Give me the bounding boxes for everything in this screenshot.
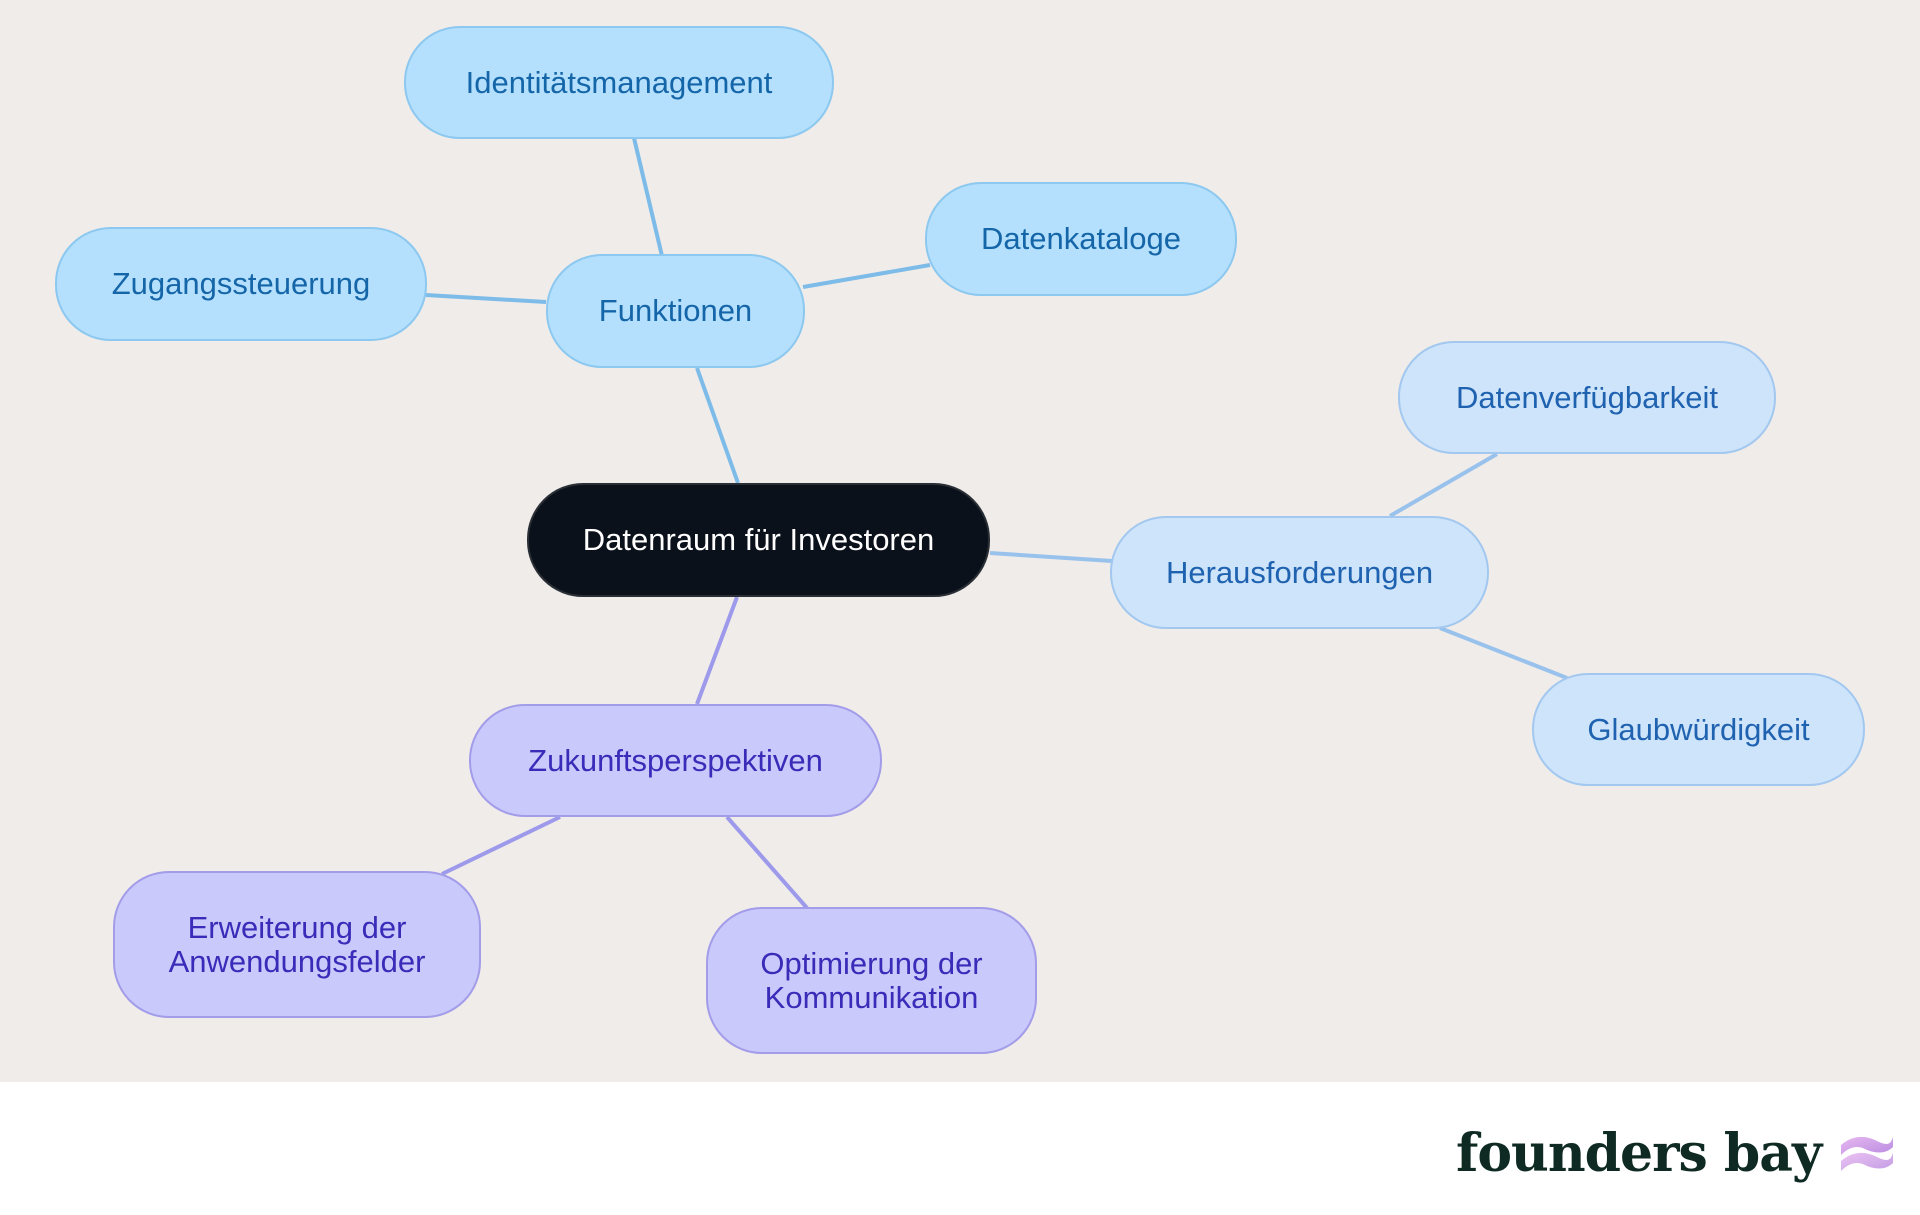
node-herausforderungen[interactable]: Herausforderungen — [1110, 516, 1489, 629]
edge-herausforderungen-datenverfuegbarkeit — [1388, 452, 1499, 518]
edge-funktionen-zugangssteuerung — [425, 293, 547, 304]
node-identitaetsmanagement[interactable]: Identitätsmanagement — [404, 26, 834, 139]
node-zugangssteuerung[interactable]: Zugangssteuerung — [55, 227, 427, 341]
edge-funktionen-datenkataloge — [802, 263, 931, 289]
edge-root-zukunftsperspektiven — [695, 596, 739, 705]
node-optimierung-der-kommunikation[interactable]: Optimierung der Kommunikation — [706, 907, 1037, 1054]
edge-zukunftsperspektiven-erweiterung — [441, 815, 561, 876]
node-datenverfuegbarkeit[interactable]: Datenverfügbarkeit — [1398, 341, 1776, 454]
edge-herausforderungen-glaubwuerdigkeit — [1439, 626, 1568, 680]
edge-root-funktionen — [695, 367, 740, 484]
node-funktionen[interactable]: Funktionen — [546, 254, 805, 368]
node-datenkataloge[interactable]: Datenkataloge — [925, 182, 1237, 296]
edge-zukunftsperspektiven-optimierung — [725, 815, 809, 910]
edge-funktionen-identitaetsmanagement — [632, 137, 664, 257]
root-node[interactable]: Datenraum für Investoren — [527, 483, 990, 597]
mindmap-canvas: Datenraum für Investoren Funktionen Iden… — [0, 0, 1920, 1082]
node-zukunftsperspektiven[interactable]: Zukunftsperspektiven — [469, 704, 882, 817]
edge-root-herausforderungen — [989, 551, 1113, 563]
wave-icon — [1841, 1136, 1894, 1171]
founders-bay-logo: founders bay — [1456, 1118, 1895, 1188]
mindmap-edges — [425, 137, 1568, 910]
node-glaubwuerdigkeit[interactable]: Glaubwürdigkeit — [1532, 673, 1865, 786]
logo-wordmark: founders bay — [1456, 1122, 1822, 1184]
node-erweiterung-der-anwendungsfelder[interactable]: Erweiterung der Anwendungsfelder — [113, 871, 481, 1018]
